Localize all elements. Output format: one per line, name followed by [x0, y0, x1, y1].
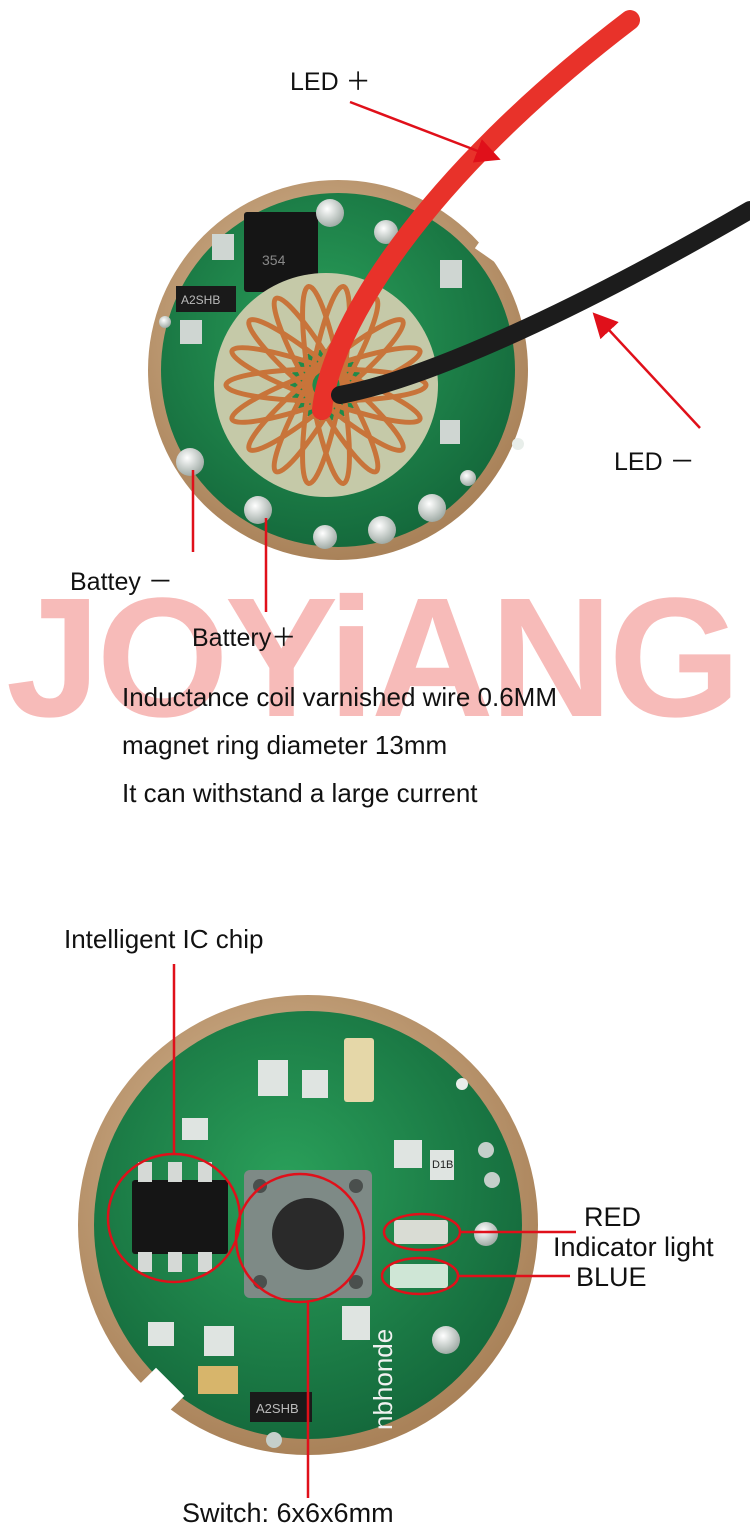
top-driver-board: 354 A2SHB [148, 10, 750, 560]
bottom-small-mark: D1B [432, 1159, 453, 1171]
black-wire [331, 201, 750, 404]
top-board-small-chip [176, 286, 236, 312]
blue-indicator-led [390, 1264, 448, 1288]
bottom-board-pads [148, 1038, 500, 1448]
red-led-label: RED [584, 1202, 642, 1232]
red-wire [312, 10, 640, 420]
bottom-driver-board: A2SHB D1B nbhonde [78, 995, 538, 1455]
top-annotations [191, 100, 701, 612]
switch-corner-dots [253, 1179, 363, 1289]
top-chip-mark: 354 [262, 252, 286, 268]
ic-chip [132, 1180, 228, 1254]
battery-plus-label: Battery＋ [192, 624, 297, 652]
description-line-1: Inductance coil varnished wire 0.6MM [122, 682, 557, 712]
switch-button [272, 1198, 344, 1270]
ic-chip-pins [138, 1162, 212, 1272]
board-silkscreen: nbhonde [368, 1329, 398, 1430]
blue-led-label: BLUE [576, 1262, 647, 1292]
top-board-chip [244, 212, 318, 292]
brand-watermark: JOYiANG [0, 560, 750, 753]
top-board-pads [159, 199, 524, 549]
bottom-board-notch [127, 1367, 185, 1425]
switch-circle [234, 1172, 366, 1304]
top-board-notch [474, 226, 512, 264]
top-small-chip-mark: A2SHB [181, 293, 220, 307]
description-line-3: It can withstand a large current [122, 778, 478, 808]
ic-chip-label: Intelligent IC chip [64, 924, 264, 954]
watermark-text: JOYiANG [6, 563, 741, 753]
description-line-2: magnet ring diameter 13mm [122, 730, 448, 760]
switch-label: Switch: 6x6x6mm [182, 1498, 394, 1528]
led-minus-arrow [592, 312, 701, 429]
bottom-small-chip [250, 1392, 312, 1422]
bottom-annotations [106, 964, 576, 1498]
battery-minus-label: Battey － [70, 568, 173, 596]
led-plus-label: LED ＋ [290, 68, 371, 96]
bottom-chip-mark: A2SHB [256, 1401, 299, 1416]
red-indicator-led [394, 1220, 448, 1244]
led-plus-arrow [349, 100, 501, 163]
led-minus-label: LED － [614, 448, 695, 476]
indicator-light-label: Indicator light [553, 1232, 714, 1262]
